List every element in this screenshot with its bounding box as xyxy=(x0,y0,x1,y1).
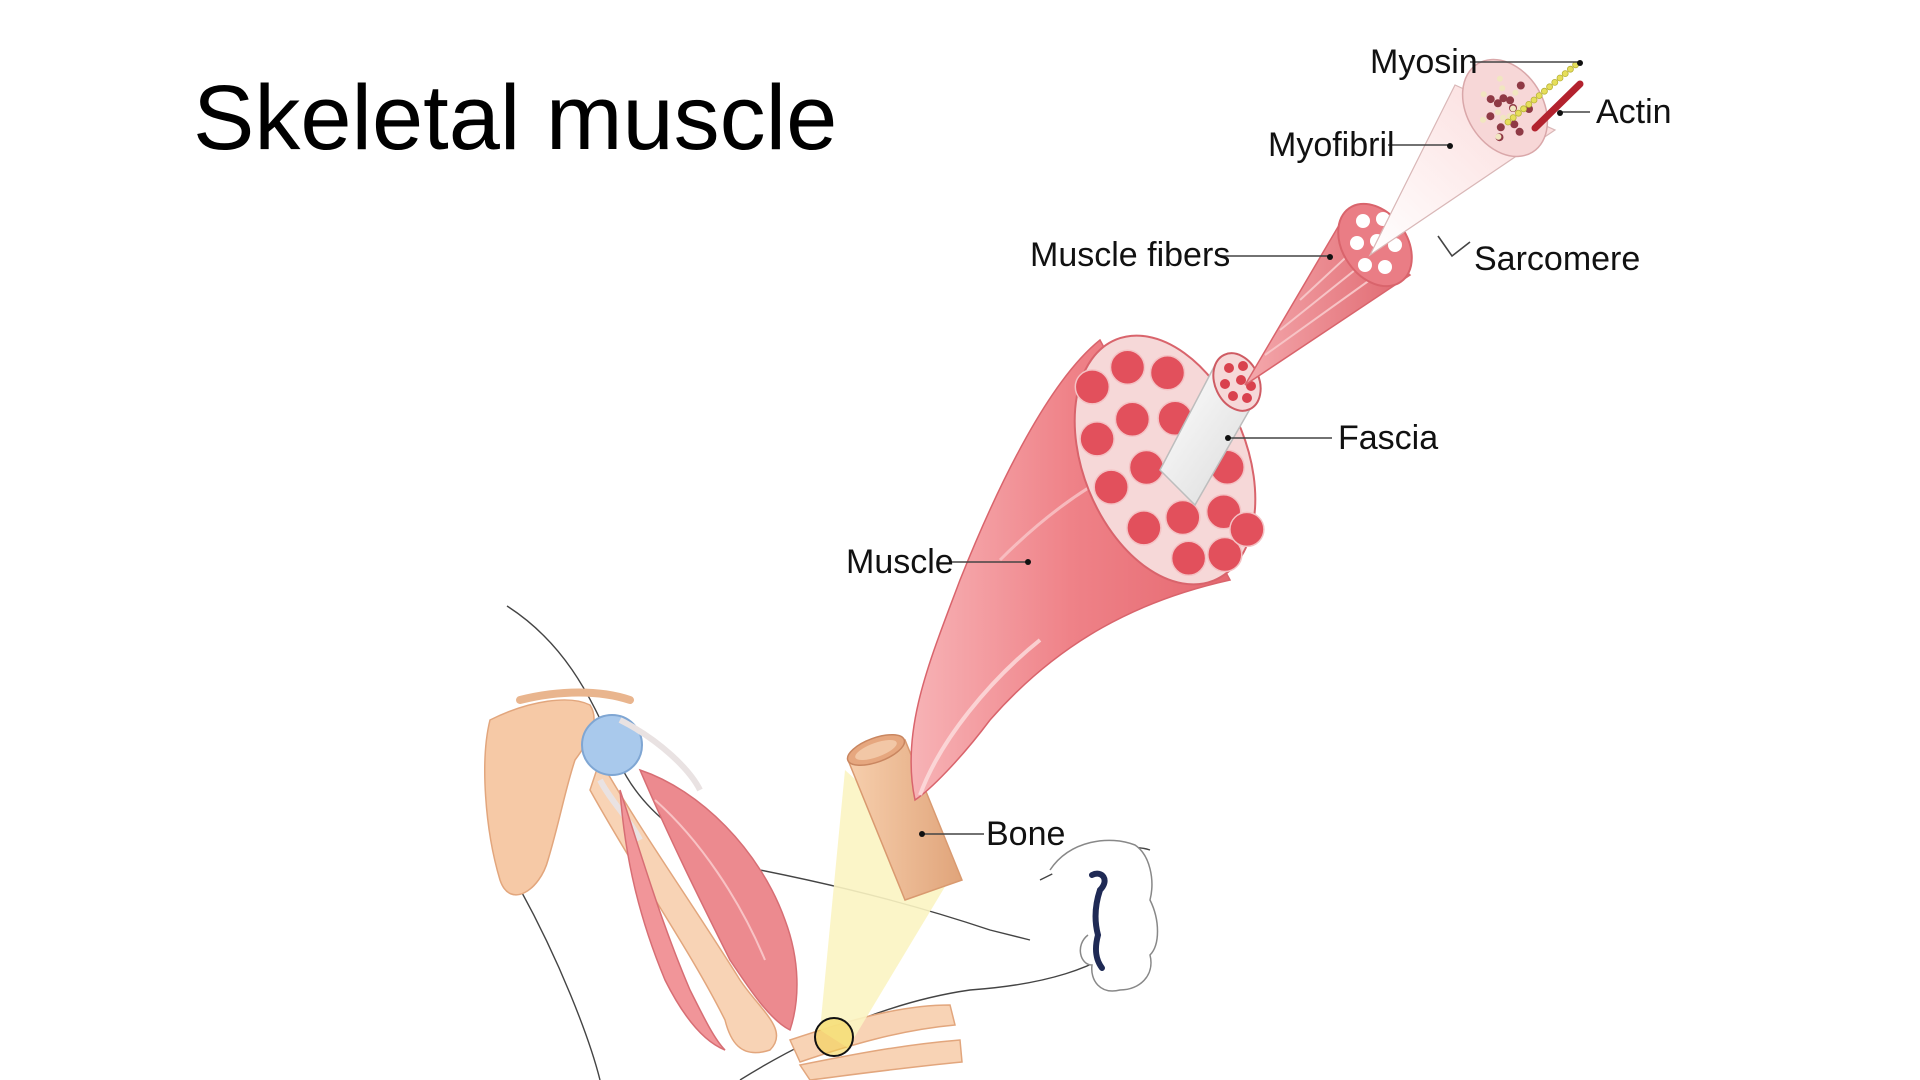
myosin-bead xyxy=(1520,105,1527,113)
label-myofibril: Myofibril xyxy=(1268,126,1453,164)
myosin-bead xyxy=(1504,118,1512,126)
filament-end xyxy=(1480,91,1487,98)
myofibril-end xyxy=(1350,236,1364,250)
myosin-bead xyxy=(1567,65,1574,73)
myosin-bead xyxy=(1515,109,1522,117)
label-actin: Actin xyxy=(1557,93,1672,131)
fiber-end xyxy=(1224,363,1234,373)
label-fascia: Fascia xyxy=(1225,419,1438,457)
fascicle xyxy=(1114,401,1151,438)
shoulder-joint-icon xyxy=(581,714,643,776)
filament-end xyxy=(1494,109,1501,116)
fascicle xyxy=(1149,354,1186,391)
fascicle xyxy=(1170,540,1207,577)
fiber-end xyxy=(1236,375,1246,385)
filament-end xyxy=(1510,120,1519,129)
label-myofibril-text: Myofibril xyxy=(1268,126,1395,164)
label-fascia-text: Fascia xyxy=(1338,419,1438,457)
fascicle xyxy=(1079,421,1115,457)
fascicle xyxy=(1126,510,1162,546)
filament-end xyxy=(1495,133,1502,140)
label-myosin: Myosin xyxy=(1370,43,1583,81)
label-actin-text: Actin xyxy=(1596,93,1672,131)
myosin-bead xyxy=(1546,83,1553,91)
actin-filament xyxy=(1531,80,1584,132)
filament-end xyxy=(1499,85,1506,92)
filament-end xyxy=(1516,81,1525,90)
label-muscle-fibers-text: Muscle fibers xyxy=(1030,236,1230,274)
zoom-focus-circle xyxy=(814,1017,854,1057)
filament-end xyxy=(1512,89,1519,96)
myofibril-end xyxy=(1378,260,1392,274)
myofibril-end xyxy=(1388,238,1402,252)
biceps-muscle xyxy=(619,768,798,1051)
bone-segment xyxy=(846,734,963,901)
myosin-filament xyxy=(1504,61,1579,126)
filament-end xyxy=(1510,105,1516,112)
filament-end xyxy=(1493,99,1502,108)
filament-end xyxy=(1496,75,1503,82)
filament-end xyxy=(1486,95,1495,104)
fascicles xyxy=(1074,349,1265,577)
myofibril-cone xyxy=(1368,58,1584,257)
fascicle xyxy=(1128,449,1165,486)
hand-icon xyxy=(1049,839,1159,992)
label-muscle: Muscle xyxy=(846,543,1031,581)
filament-end xyxy=(1486,112,1495,121)
myosin-bead xyxy=(1509,114,1517,121)
fiber-end xyxy=(1242,393,1252,403)
filament-end xyxy=(1500,114,1507,121)
fascicle xyxy=(1229,511,1265,548)
myosin-bead xyxy=(1530,96,1538,104)
fiber-end xyxy=(1228,391,1238,401)
fascicle xyxy=(1165,499,1201,536)
myosin-bead xyxy=(1541,87,1548,95)
label-myosin-text: Myosin xyxy=(1370,43,1478,81)
label-bone-text: Bone xyxy=(986,815,1065,853)
fascicle xyxy=(1074,369,1111,405)
myofibril-end xyxy=(1358,258,1372,272)
myosin-bead xyxy=(1556,74,1564,82)
sarcomere-bracket xyxy=(1437,235,1471,258)
label-sarcomere-text: Sarcomere xyxy=(1474,240,1640,278)
label-bone: Bone xyxy=(919,815,1065,853)
label-muscle-fibers: Muscle fibers xyxy=(1030,236,1333,274)
fiber-end xyxy=(1220,379,1230,389)
label-sarcomere: Sarcomere xyxy=(1474,240,1640,278)
fascia-sleeve xyxy=(1159,352,1262,507)
filament-end xyxy=(1515,127,1524,136)
label-muscle-text: Muscle xyxy=(846,543,954,581)
myosin-bead xyxy=(1535,92,1543,99)
filament-end xyxy=(1480,116,1486,123)
filament-ends xyxy=(1480,75,1533,142)
filament-end xyxy=(1499,94,1508,103)
fiber-end xyxy=(1238,361,1248,371)
myofibril-end xyxy=(1356,214,1370,228)
myosin-bead xyxy=(1551,79,1559,86)
fascicle xyxy=(1109,349,1146,386)
filament-end xyxy=(1506,96,1515,105)
fascicle xyxy=(1207,536,1243,573)
filament-end xyxy=(1496,123,1505,132)
fascicle xyxy=(1093,469,1129,505)
myosin-bead xyxy=(1525,101,1533,108)
myosin-bead xyxy=(1561,70,1569,77)
page-title: Skeletal muscle xyxy=(193,67,838,169)
